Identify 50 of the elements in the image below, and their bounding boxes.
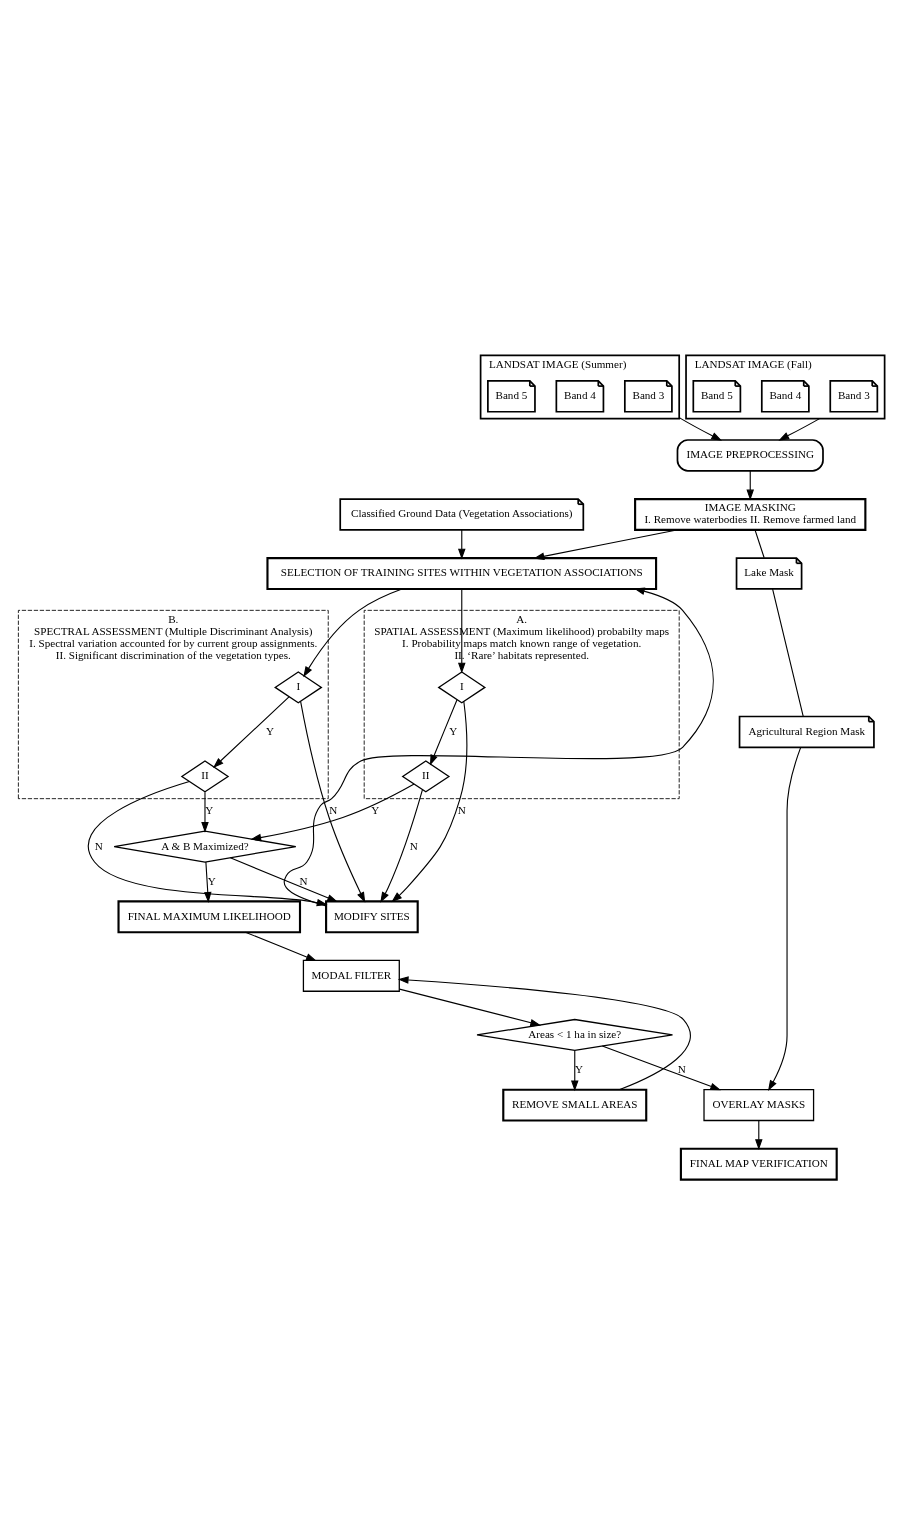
arrow — [229, 856, 338, 902]
arrow — [300, 700, 366, 903]
arrow — [303, 587, 403, 677]
arrow — [458, 529, 466, 559]
edge-label: N — [94, 839, 103, 852]
arrow — [570, 1049, 579, 1091]
arrow — [397, 975, 691, 1090]
node-box: MODAL FILTER — [302, 959, 400, 992]
edge-label: Y — [207, 874, 216, 887]
node-box: MODIFY SITES — [325, 899, 419, 933]
arrow — [204, 860, 212, 903]
node-diamond: I — [437, 670, 487, 704]
node-box: OVERLAY MASKS — [703, 1088, 815, 1121]
arrow — [87, 780, 328, 906]
arrow — [746, 470, 754, 500]
node-box: FINAL MAXIMUM LIKELIHOOD — [117, 899, 302, 933]
edge-label: Y — [371, 803, 380, 816]
edge-label: Y — [575, 1062, 584, 1075]
edge-label: Y — [266, 724, 275, 737]
node-box: IMAGE PREPROCESSING — [676, 438, 824, 472]
edge-label: Y — [449, 724, 458, 737]
arrow — [533, 528, 678, 560]
edge-label: N — [409, 839, 418, 852]
arrow — [283, 587, 714, 906]
arrow — [678, 416, 722, 441]
edge-label: N — [329, 803, 338, 816]
connector — [772, 588, 804, 717]
arrow — [399, 988, 542, 1026]
node-box: REMOVE SMALL AREAS — [502, 1088, 648, 1122]
arrow — [601, 1044, 722, 1090]
arrow — [755, 1119, 763, 1150]
node-box: SELECTION OF TRAINING SITES WITHIN VEGETATION ASSOCIATIONS — [266, 556, 658, 590]
arrow — [380, 788, 423, 903]
arrow — [768, 746, 802, 1091]
arrow — [244, 931, 317, 961]
arrow — [250, 783, 415, 841]
connector — [754, 529, 765, 558]
edge-label: N — [677, 1062, 686, 1075]
edge-label: N — [299, 874, 308, 887]
node-box: IMAGE MASKING I. Remove waterbodies II. Remove farmed land — [634, 497, 867, 531]
edge-label: N — [457, 803, 466, 816]
arrow — [778, 417, 821, 441]
arrow — [429, 698, 458, 766]
node-diamond: I — [274, 670, 323, 704]
arrow — [391, 700, 468, 902]
arrow — [201, 791, 209, 833]
node-box: FINAL MAP VERIFICATION — [679, 1147, 838, 1181]
node-diamond: II — [401, 759, 451, 793]
edge-label: Y — [205, 803, 214, 816]
arrow — [213, 695, 290, 768]
